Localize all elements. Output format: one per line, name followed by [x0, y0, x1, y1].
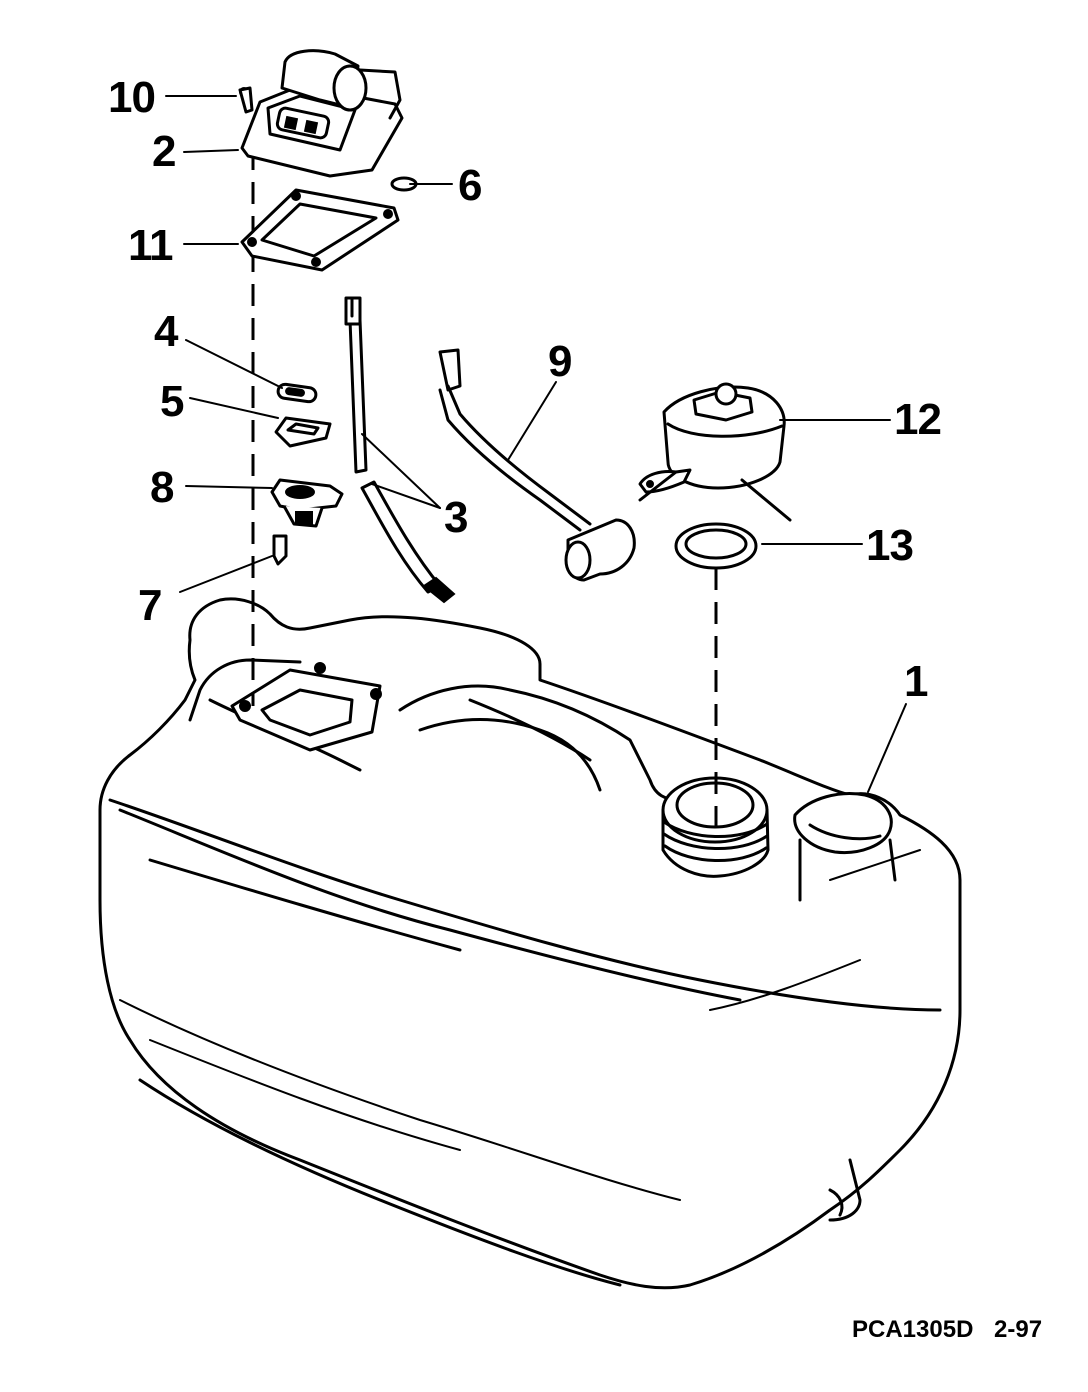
callout-11: 11: [128, 221, 174, 270]
callout-2: 2: [152, 127, 177, 176]
seal-part-4: [276, 382, 318, 404]
callout-4: 4: [154, 307, 179, 356]
drawing-date: 2-97: [994, 1316, 1043, 1343]
screw-part-7: [272, 534, 288, 566]
callout-3: 3: [444, 493, 469, 542]
callout-10: 10: [108, 73, 156, 122]
filler-cap-part-12: [638, 382, 792, 522]
callout-12: 12: [894, 395, 942, 444]
callout-6: 6: [458, 161, 483, 210]
valve-part-8: [270, 478, 344, 528]
callout-9: 9: [548, 337, 573, 386]
mounting-pad: [230, 662, 382, 752]
pickup-tube-part-3: [344, 296, 456, 604]
callout-13: 13: [866, 521, 914, 570]
drawing-code: PCA1305D: [852, 1316, 974, 1343]
screw-part-10: [238, 86, 254, 114]
seal-part-5: [274, 416, 332, 448]
connector-cover: [239, 49, 404, 178]
cap-gasket-part-13: [674, 522, 758, 570]
fuel-tank-body: [98, 597, 962, 1290]
callout-1: 1: [904, 657, 929, 706]
callout-7: 7: [138, 581, 163, 630]
gauge-float-part-9: [438, 348, 636, 582]
leader-lines: [165, 95, 907, 793]
callout-5: 5: [160, 377, 185, 426]
callout-8: 8: [150, 463, 175, 512]
gasket-part-11: [240, 188, 400, 272]
